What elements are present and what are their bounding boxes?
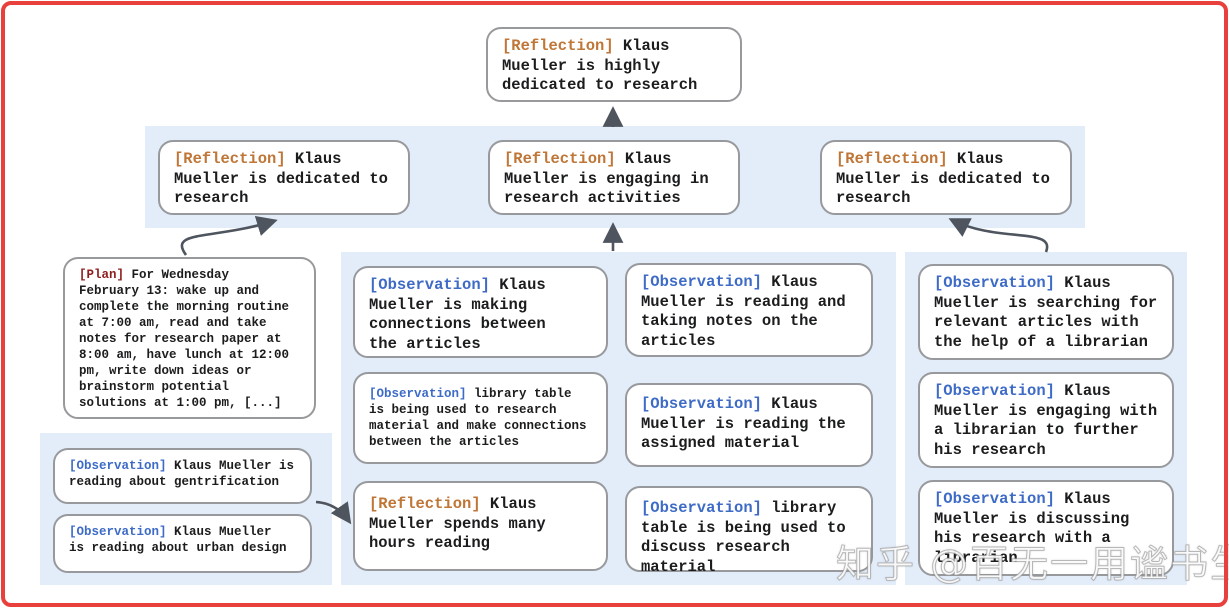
observation-card-searching-articles: [Observation] Klaus Mueller is searching… bbox=[918, 264, 1174, 360]
observation-card-assigned-material: [Observation] Klaus Mueller is reading t… bbox=[625, 383, 873, 467]
card-text: Klaus Mueller is discussing his research… bbox=[934, 490, 1130, 567]
plan-card: [Plan] For Wednesday February 13: wake u… bbox=[63, 257, 316, 419]
observation-tag: [Observation] bbox=[641, 499, 762, 517]
observation-tag: [Observation] bbox=[641, 395, 762, 413]
reflection-tag: [Reflection] bbox=[836, 150, 948, 168]
card-text: library table is being used to discuss r… bbox=[641, 499, 846, 576]
card-text: Klaus Mueller is engaging in research ac… bbox=[504, 150, 709, 207]
reflection-card-hours-reading: [Reflection] Klaus Mueller spends many h… bbox=[353, 481, 608, 571]
card-text: Klaus Mueller is dedicated to research bbox=[836, 150, 1050, 207]
reflection-card-middle: [Reflection] Klaus Mueller is engaging i… bbox=[488, 140, 740, 215]
reflection-card-top: [Reflection] Klaus Mueller is highly ded… bbox=[486, 27, 742, 102]
observation-card-urban-design: [Observation] Klaus Mueller is reading a… bbox=[53, 514, 312, 573]
observation-tag: [Observation] bbox=[641, 273, 762, 291]
card-text: Klaus Mueller spends many hours reading bbox=[369, 495, 546, 552]
observation-card-library-table-research: [Observation] library table is being use… bbox=[353, 372, 608, 464]
reflection-card-right: [Reflection] Klaus Mueller is dedicated … bbox=[820, 140, 1072, 215]
card-text: For Wednesday February 13: wake up and c… bbox=[79, 268, 290, 410]
card-text: Klaus Mueller is making connections betw… bbox=[369, 276, 546, 353]
observation-card-making-connections: [Observation] Klaus Mueller is making co… bbox=[353, 266, 608, 358]
card-text: Klaus Mueller is reading about gentrific… bbox=[69, 459, 295, 489]
card-text: Klaus Mueller is reading the assigned ma… bbox=[641, 395, 846, 452]
observation-tag: [Observation] bbox=[934, 274, 1055, 292]
card-text: Klaus Mueller is searching for relevant … bbox=[934, 274, 1158, 351]
card-text: Klaus Mueller is reading about urban des… bbox=[69, 525, 287, 555]
observation-tag: [Observation] bbox=[369, 387, 467, 401]
watermark: 知乎 @百无一用谧书生 bbox=[835, 542, 1229, 587]
card-text: Klaus Mueller is engaging with a librari… bbox=[934, 382, 1158, 459]
observation-card-discussing-research: [Observation] Klaus Mueller is discussin… bbox=[918, 480, 1174, 576]
observation-card-taking-notes: [Observation] Klaus Mueller is reading a… bbox=[625, 263, 873, 357]
card-text: Klaus Mueller is highly dedicated to res… bbox=[502, 37, 698, 94]
observation-card-gentrification: [Observation] Klaus Mueller is reading a… bbox=[53, 448, 312, 504]
card-text: Klaus Mueller is dedicated to research bbox=[174, 150, 388, 207]
reflection-tag: [Reflection] bbox=[502, 37, 614, 55]
card-text: Klaus Mueller is reading and taking note… bbox=[641, 273, 846, 350]
observation-card-engaging-librarian: [Observation] Klaus Mueller is engaging … bbox=[918, 372, 1174, 468]
observation-tag: [Observation] bbox=[369, 276, 490, 294]
observation-tag: [Observation] bbox=[69, 459, 167, 473]
observation-card-library-table-discuss: [Observation] library table is being use… bbox=[625, 486, 873, 576]
observation-tag: [Observation] bbox=[934, 382, 1055, 400]
reflection-tag: [Reflection] bbox=[174, 150, 286, 168]
observation-tag: [Observation] bbox=[69, 525, 167, 539]
card-text: library table is being used to research … bbox=[369, 387, 587, 449]
reflection-card-left: [Reflection] Klaus Mueller is dedicated … bbox=[158, 140, 410, 215]
reflection-tag: [Reflection] bbox=[504, 150, 616, 168]
plan-tag: [Plan] bbox=[79, 268, 125, 282]
reflection-tag: [Reflection] bbox=[369, 495, 481, 513]
observation-tag: [Observation] bbox=[934, 490, 1055, 508]
